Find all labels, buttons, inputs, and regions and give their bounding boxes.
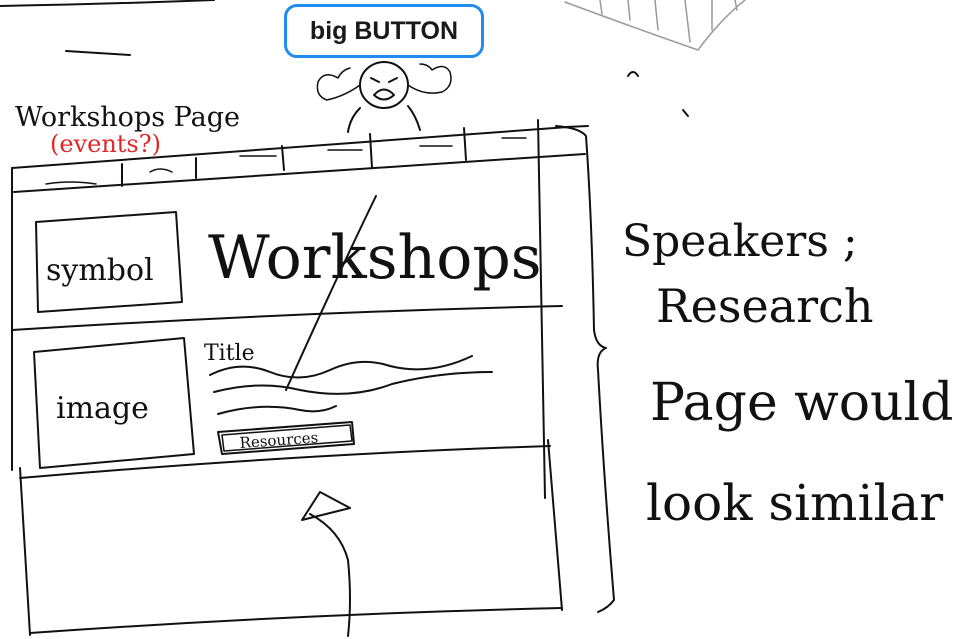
flexing-character-icon [316, 61, 452, 133]
page-frame [11, 119, 589, 636]
page-label-subtitle: (events?) [50, 130, 161, 158]
symbol-box [35, 211, 183, 313]
section-divider [11, 305, 563, 331]
note-line-1: Speakers ; [622, 216, 858, 267]
symbol-label: symbol [46, 253, 154, 288]
pointer-stroke [285, 195, 377, 391]
section-divider [19, 445, 551, 479]
note-line-3: Page would [650, 373, 953, 433]
note-line-2: Research [656, 279, 874, 333]
note-line-4: look similar [646, 474, 943, 532]
image-box [33, 337, 195, 469]
image-label: image [56, 391, 149, 426]
brace-mark [555, 125, 615, 613]
resources-label: Resources [239, 429, 319, 452]
tick-mark [682, 109, 689, 117]
cursor-arrow-icon [301, 491, 351, 521]
edge-stroke [0, 0, 215, 7]
pointer-stroke [309, 513, 351, 637]
resources-button-inner [221, 424, 353, 452]
tick-mark [627, 71, 639, 77]
side-notes: Speakers ; Research Page would look simi… [622, 216, 953, 532]
resources-button [217, 421, 355, 455]
workshops-heading: Workshops [208, 223, 542, 293]
nav-tab-strip [45, 127, 527, 187]
description-scribble [213, 371, 493, 395]
card-title-label: Title [204, 341, 255, 366]
page-label-title: Workshops Page [15, 102, 240, 133]
big-button[interactable]: big BUTTON [284, 4, 484, 58]
dash-mark [65, 50, 131, 56]
description-scribble [217, 405, 337, 415]
description-scribble [209, 355, 473, 379]
gray-hatch-sketch [564, 0, 746, 51]
